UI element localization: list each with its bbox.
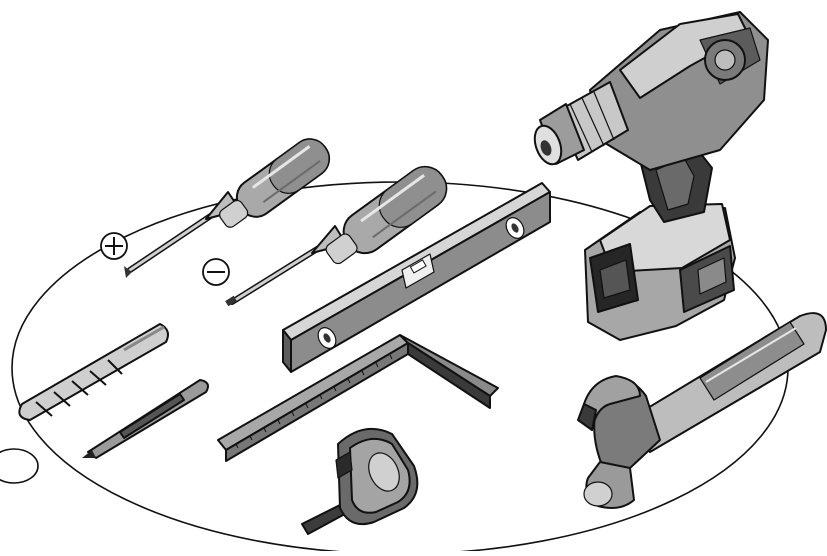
try-square <box>217 334 499 462</box>
twist-drill-bit <box>18 323 169 421</box>
masonry-drill-bit <box>82 379 209 459</box>
spirit-level <box>282 182 551 373</box>
flathead-screwdriver <box>225 165 448 307</box>
edge-ring-marker <box>0 448 39 484</box>
phillips-symbol <box>100 232 128 260</box>
flathead-symbol <box>202 258 230 286</box>
claw-hammer <box>577 312 827 509</box>
tape-measure <box>301 427 419 535</box>
cordless-drill <box>533 11 769 341</box>
phillips-screwdriver <box>124 138 331 278</box>
